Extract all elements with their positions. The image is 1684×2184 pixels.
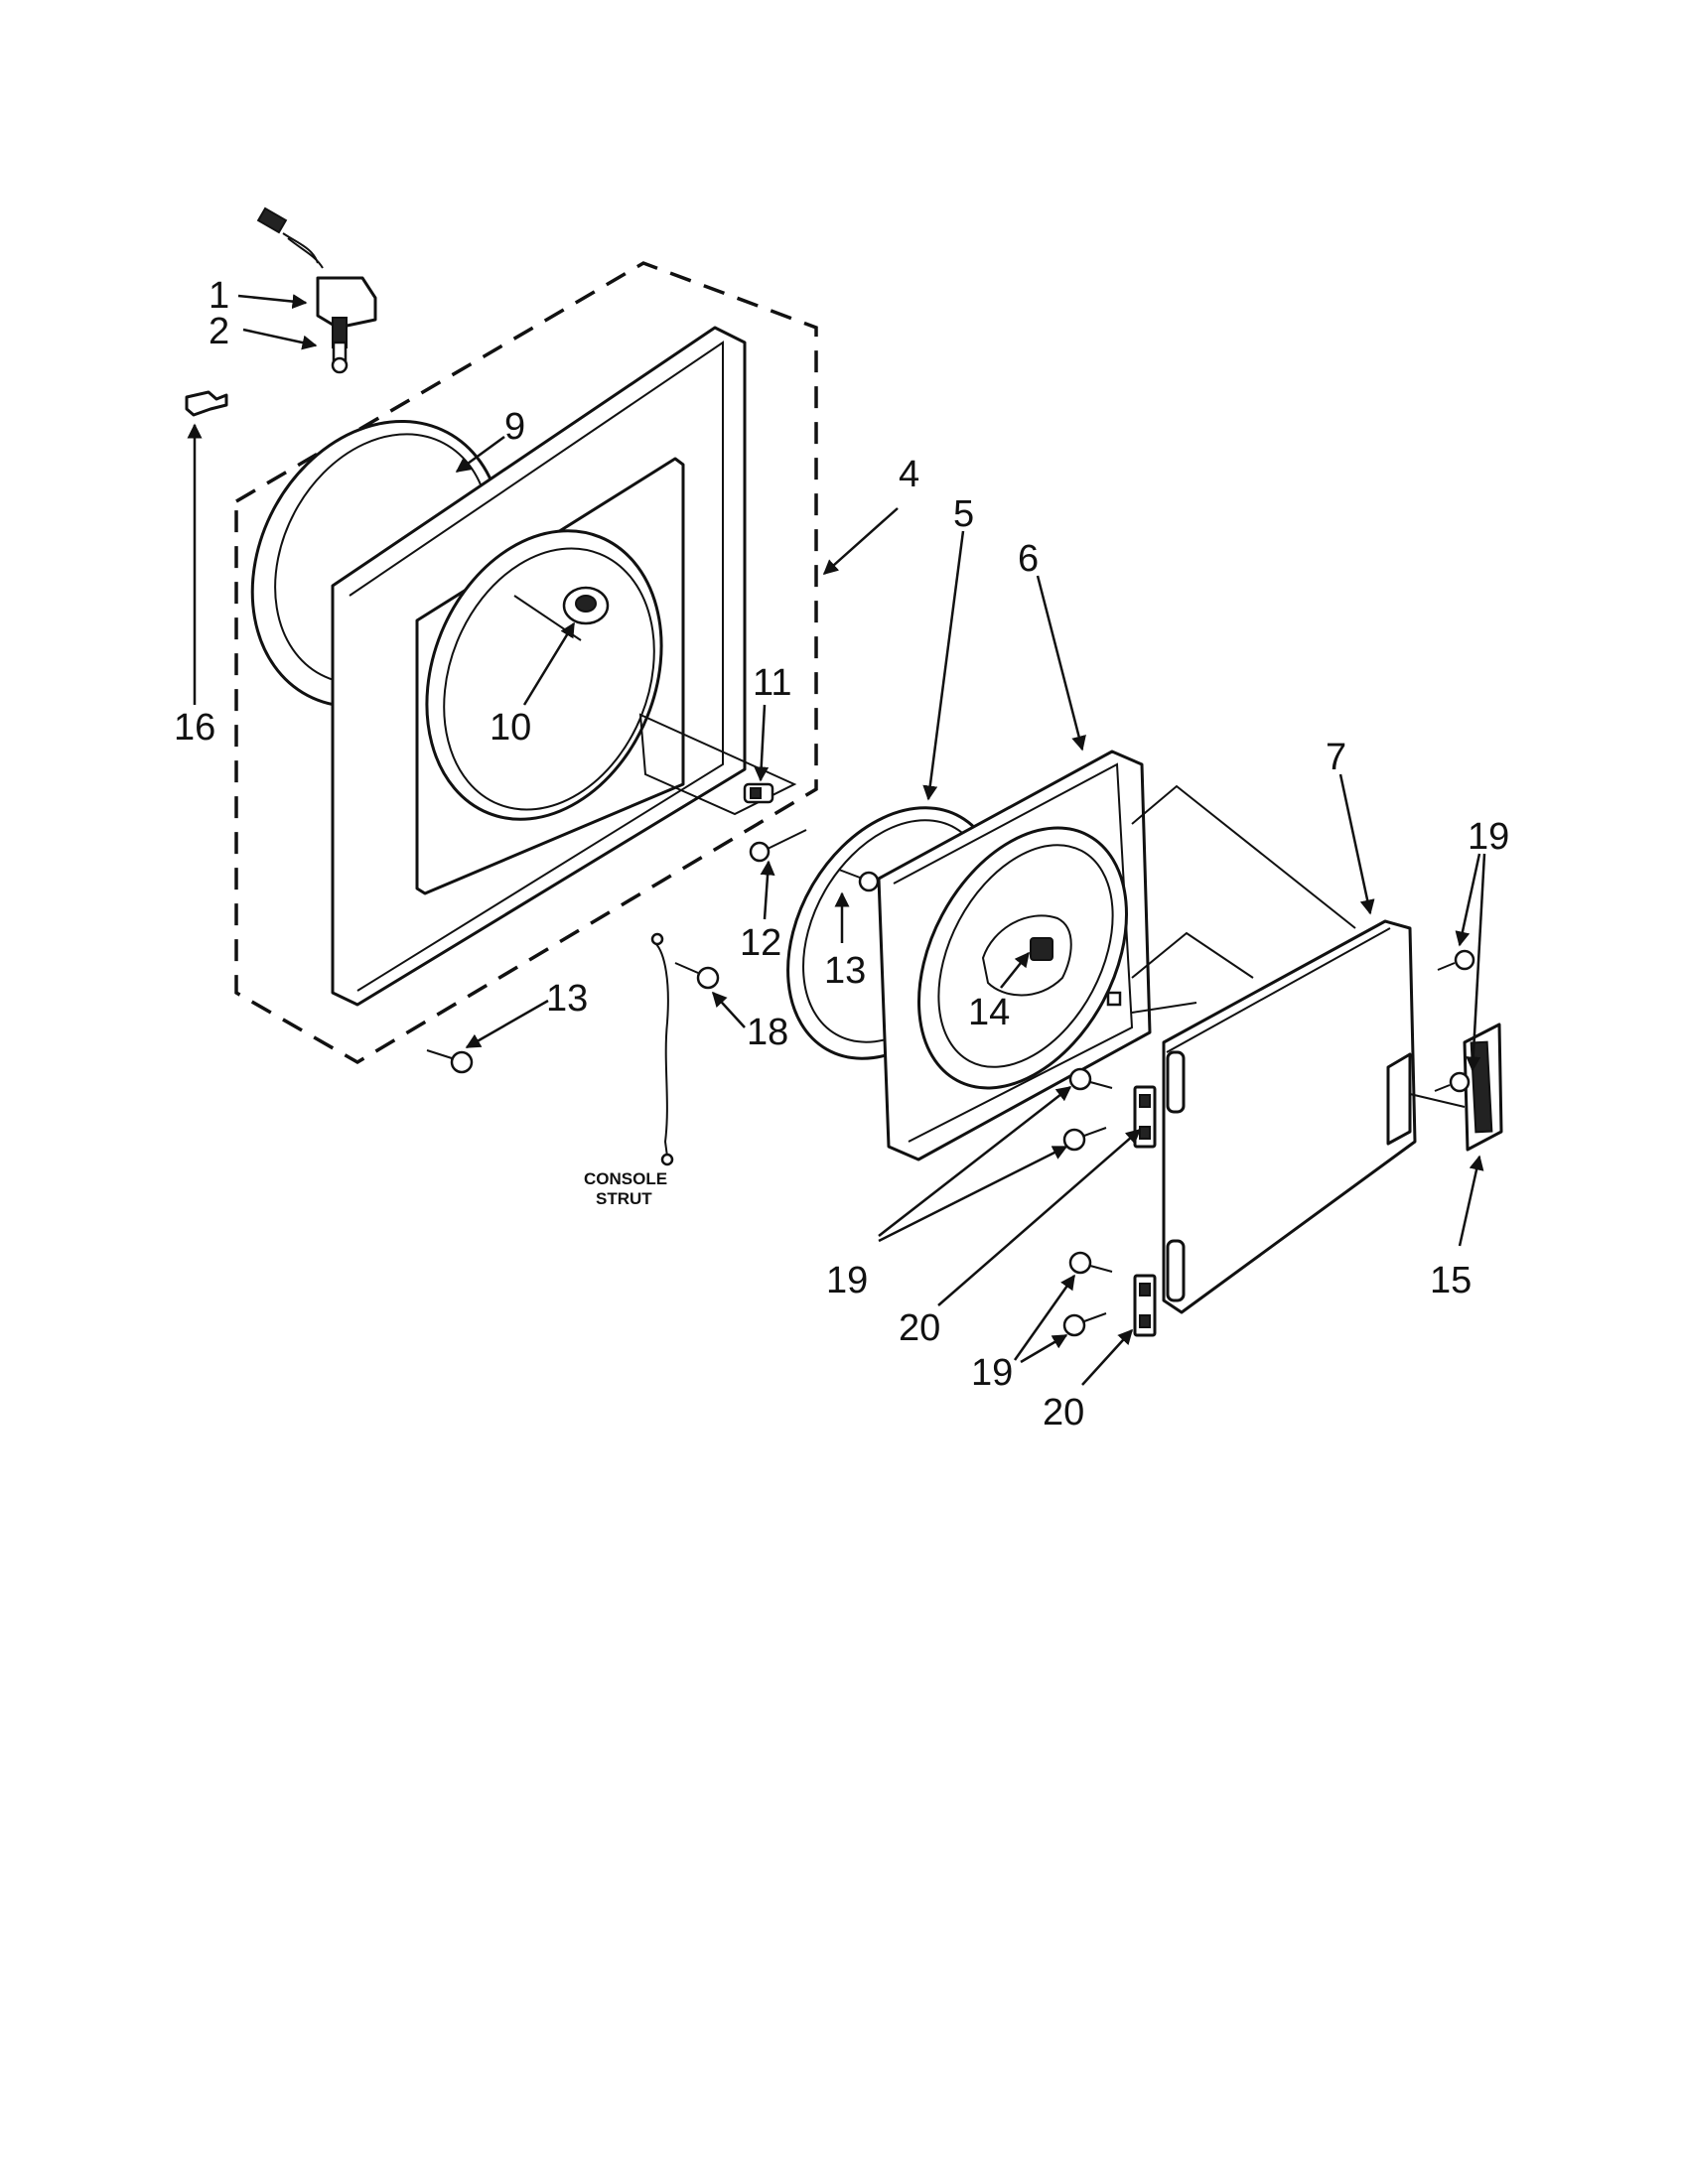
callout-9: 9 (504, 406, 525, 448)
console-strut-wire (654, 942, 669, 1158)
screw-19-e (1437, 949, 1475, 971)
callout-19-low: 19 (971, 1352, 1013, 1394)
leader-13-low (465, 999, 549, 1049)
callout-20-lower: 20 (1043, 1392, 1084, 1433)
front-panel-assembly-outline (234, 261, 818, 1065)
drum-light (562, 586, 610, 625)
callout-11: 11 (753, 662, 791, 704)
wire-terminal (660, 1153, 674, 1166)
screw-19-a (1068, 1067, 1113, 1091)
callout-6: 6 (1018, 538, 1039, 580)
leader-12 (760, 860, 775, 920)
callout-19-mid: 19 (826, 1260, 868, 1301)
clip (185, 390, 228, 417)
screw-2 (331, 341, 349, 374)
leader-19-low-a (1013, 1274, 1076, 1361)
leader-20-lower (1081, 1328, 1134, 1386)
screw-13-lower (426, 1049, 474, 1074)
hinge-upper (1133, 1085, 1157, 1149)
screw-19-b (1062, 1127, 1107, 1152)
front-panel (331, 326, 797, 1007)
leader-4 (822, 507, 899, 575)
callout-13-lower: 13 (546, 978, 588, 1020)
door-switch (256, 206, 377, 348)
wire-connector (650, 932, 664, 946)
leader-10 (522, 621, 576, 706)
leader-6 (1036, 575, 1086, 751)
leader-5 (922, 530, 965, 801)
callout-14: 14 (968, 992, 1010, 1033)
callout-15: 15 (1430, 1260, 1472, 1301)
callout-19-top: 19 (1468, 816, 1509, 858)
leader-19-top-a (1455, 853, 1481, 947)
screw-18 (674, 962, 720, 990)
leader-1 (237, 294, 308, 310)
leader-7 (1338, 773, 1375, 915)
outer-door (1162, 919, 1417, 1314)
callout-1: 1 (209, 275, 229, 317)
door-strike (743, 782, 774, 804)
callout-18: 18 (747, 1012, 788, 1053)
callout-5: 5 (953, 493, 974, 535)
assembly-guide-lines (1131, 784, 1356, 1014)
callout-20-upper: 20 (899, 1307, 940, 1349)
leader-19-low-b (1020, 1333, 1068, 1364)
screw-19-f (1434, 1071, 1471, 1093)
callout-2: 2 (209, 311, 229, 352)
door-handle (1409, 1023, 1503, 1152)
leader-15 (1458, 1155, 1484, 1247)
leader-18 (711, 991, 746, 1028)
leader-2 (242, 328, 318, 350)
leader-11 (754, 704, 770, 782)
console-strut-label-line1: CONSOLE (584, 1169, 667, 1188)
leader-19-mid-a (878, 1086, 1072, 1237)
leader-20-upper (937, 1129, 1142, 1306)
console-strut-label-line2: STRUT (596, 1189, 652, 1208)
screw-19-c (1068, 1251, 1113, 1275)
callout-13-middle: 13 (824, 950, 866, 992)
leader-9 (455, 435, 505, 474)
hinge-lower (1133, 1274, 1157, 1337)
callout-16: 16 (174, 707, 215, 749)
leader-19-mid-b (878, 1145, 1068, 1243)
screw-12 (749, 829, 807, 863)
callout-4: 4 (899, 454, 919, 495)
leader-19-top-b (1466, 853, 1486, 1072)
callout-7: 7 (1326, 737, 1346, 778)
callout-12: 12 (740, 922, 781, 964)
callout-10: 10 (490, 707, 531, 749)
leader-14 (1000, 951, 1030, 989)
screw-19-d (1062, 1312, 1107, 1337)
